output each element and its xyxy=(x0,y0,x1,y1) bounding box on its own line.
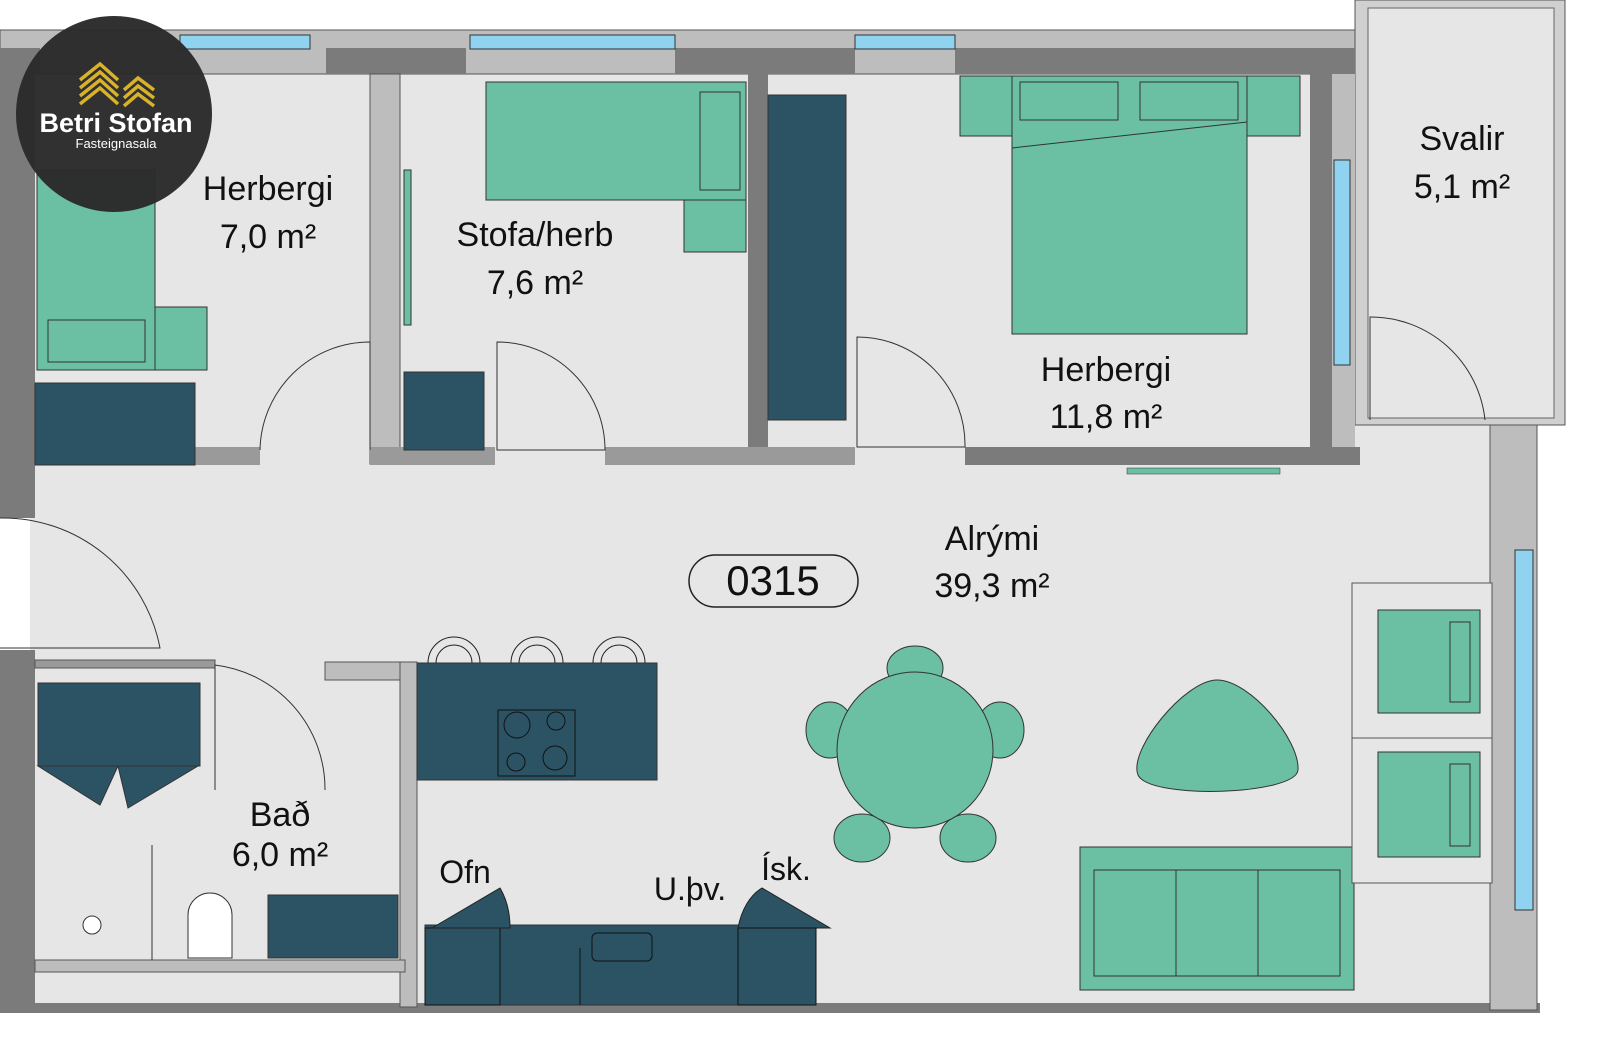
wardrobe xyxy=(403,371,485,451)
logo-badge xyxy=(16,16,212,212)
washer-dryer xyxy=(37,682,201,767)
room-area: 6,0 m² xyxy=(232,836,328,874)
bedroom-bottom-wall xyxy=(965,447,1360,465)
nightstand xyxy=(683,199,747,253)
partition-wall xyxy=(369,73,401,465)
door-swing xyxy=(259,341,371,451)
dishwasher-label: U.þv. xyxy=(654,871,726,907)
wardrobe xyxy=(767,94,847,421)
room-area: 7,6 m² xyxy=(487,264,583,302)
sink xyxy=(591,932,653,962)
wardrobe xyxy=(34,382,196,466)
pillow xyxy=(699,91,741,191)
mirror xyxy=(403,169,412,326)
bath-wall xyxy=(34,959,406,973)
logo-roof-icon xyxy=(78,61,156,108)
window xyxy=(854,34,956,50)
sofa xyxy=(1079,846,1355,991)
armchair-back xyxy=(1449,621,1471,703)
armchair-back xyxy=(1449,763,1471,847)
room-name: Herbergi xyxy=(1041,351,1171,389)
window xyxy=(1333,159,1351,366)
fridge xyxy=(737,927,817,1006)
shower-head xyxy=(82,915,102,935)
duvet-fold xyxy=(1011,121,1248,149)
dining-table xyxy=(836,671,994,829)
bath-wall xyxy=(399,661,418,1008)
balcony-floor xyxy=(1367,7,1555,419)
pillow xyxy=(47,319,146,363)
oven xyxy=(424,927,501,1006)
room-name: Alrými xyxy=(945,520,1039,558)
kitchen-island xyxy=(416,662,658,781)
partition-wall xyxy=(748,74,768,464)
room-area: 7,0 m² xyxy=(220,218,316,256)
window xyxy=(469,34,676,50)
fridge-label: Ísk. xyxy=(761,851,811,887)
coffee-table xyxy=(1136,679,1299,792)
entrance-door-swing xyxy=(0,517,161,649)
top-wall-pier xyxy=(955,48,1355,74)
toilet xyxy=(187,892,233,959)
top-wall-pier xyxy=(326,48,466,74)
balcony-door-swing xyxy=(1369,316,1486,421)
bottom-wall xyxy=(0,1003,1540,1013)
bedroom-bottom-wall xyxy=(605,447,855,465)
oven-label: Ofn xyxy=(439,854,491,890)
armchair xyxy=(1377,751,1481,858)
bedroom-bottom-wall xyxy=(370,447,495,465)
room-area: 11,8 m² xyxy=(1050,398,1163,436)
bath-wall xyxy=(34,659,216,669)
room-name: Svalir xyxy=(1419,120,1504,158)
door-swing xyxy=(856,336,966,448)
fridge-door xyxy=(737,887,832,929)
window xyxy=(179,34,311,50)
unit-number-badge xyxy=(688,554,859,608)
door-swing xyxy=(214,664,326,791)
top-wall-pier xyxy=(675,48,855,74)
room-name: Stofa/herb xyxy=(457,216,614,254)
unit-number: 0315 xyxy=(726,557,819,604)
bar-stools xyxy=(427,636,646,664)
room-name: Herbergi xyxy=(203,170,333,208)
sliding-door xyxy=(1126,467,1281,475)
washer-door xyxy=(36,765,200,809)
oven-door xyxy=(430,887,511,929)
window xyxy=(1514,549,1534,911)
nightstand xyxy=(154,306,208,371)
left-wall xyxy=(0,650,35,1010)
sofa-seats xyxy=(1093,869,1341,977)
pillow xyxy=(1139,81,1239,121)
cooktop-icon xyxy=(497,709,576,777)
pillow xyxy=(1019,81,1119,121)
sink-cabinet xyxy=(267,894,399,959)
logo-name: Betri Stofan xyxy=(39,108,192,138)
logo-subtitle: Fasteignasala xyxy=(76,136,158,151)
armchair xyxy=(1377,609,1481,714)
door-swing xyxy=(496,341,606,451)
room-name: Bað xyxy=(250,796,311,834)
room-area: 39,3 m² xyxy=(934,567,1049,605)
room-area: 5,1 m² xyxy=(1414,168,1510,206)
logo: Betri Stofan Fasteignasala xyxy=(16,16,212,212)
bedroom-right-wall xyxy=(1310,74,1332,464)
